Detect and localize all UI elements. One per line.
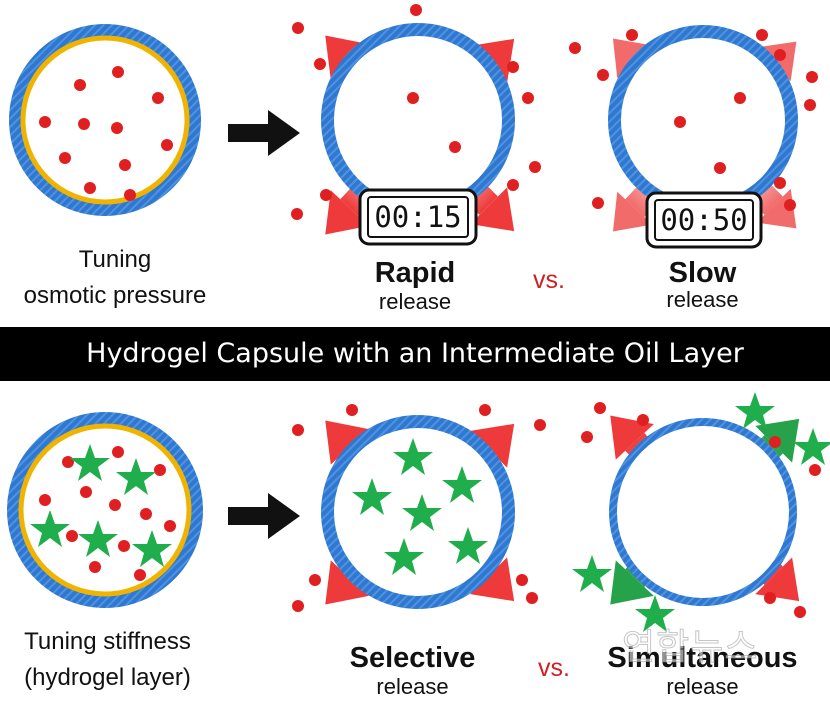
- cargo-dots: [569, 29, 818, 211]
- capsule-slow-release: [569, 25, 818, 249]
- cargo-dots: [39, 446, 176, 581]
- timer-slow: [645, 191, 763, 249]
- timer-rapid-readout: 00:15: [374, 200, 462, 234]
- cargo-stars: [572, 392, 830, 632]
- cargo-stars: [352, 438, 488, 575]
- vs-label-top: vs.: [533, 266, 565, 294]
- cargo-stars: [30, 444, 172, 567]
- watermark: 연합뉴스: [621, 627, 759, 669]
- right-arrow-bottom: [228, 493, 300, 539]
- tuning-stiffness-line2: (hydrogel layer): [24, 664, 191, 691]
- capsule-stiffness-loaded: [7, 412, 203, 608]
- capsule-core: [334, 36, 502, 204]
- selective-title: Selective: [349, 642, 476, 674]
- capsule-simultaneous-release: [572, 392, 830, 632]
- tuning-stiffness-line1: Tuning stiffness: [24, 628, 191, 655]
- cargo-dots: [581, 402, 821, 618]
- simultaneous-title: Simultaneous: [607, 642, 798, 674]
- oil-layer: [18, 423, 192, 597]
- cargo-dots: [292, 404, 546, 612]
- vs-label-bottom: vs.: [538, 654, 570, 682]
- capsule-core: [621, 38, 785, 202]
- tuning-osmotic-line2: osmotic pressure: [23, 282, 207, 309]
- slow-title: Slow: [668, 257, 737, 289]
- right-arrow-top: [228, 110, 300, 156]
- timer-rapid: [358, 188, 478, 246]
- slow-subtitle: release: [666, 287, 739, 312]
- capsule-osmotic-loaded: [9, 24, 201, 216]
- capsule-core: [617, 426, 789, 598]
- selective-subtitle: release: [376, 674, 449, 699]
- rapid-subtitle: release: [378, 289, 452, 314]
- rapid-title: Rapid: [374, 257, 456, 289]
- tuning-osmotic-line1: Tuning: [78, 246, 152, 273]
- title-banner: Hydrogel Capsule with an Intermediate Oi…: [0, 327, 830, 381]
- timer-slow-readout: 00:50: [660, 203, 748, 237]
- cargo-dots: [39, 66, 173, 201]
- capsule-rapid-release: [291, 4, 541, 246]
- simultaneous-subtitle: release: [666, 674, 739, 699]
- capsule-selective-release: [292, 404, 546, 612]
- cargo-dots: [291, 4, 541, 220]
